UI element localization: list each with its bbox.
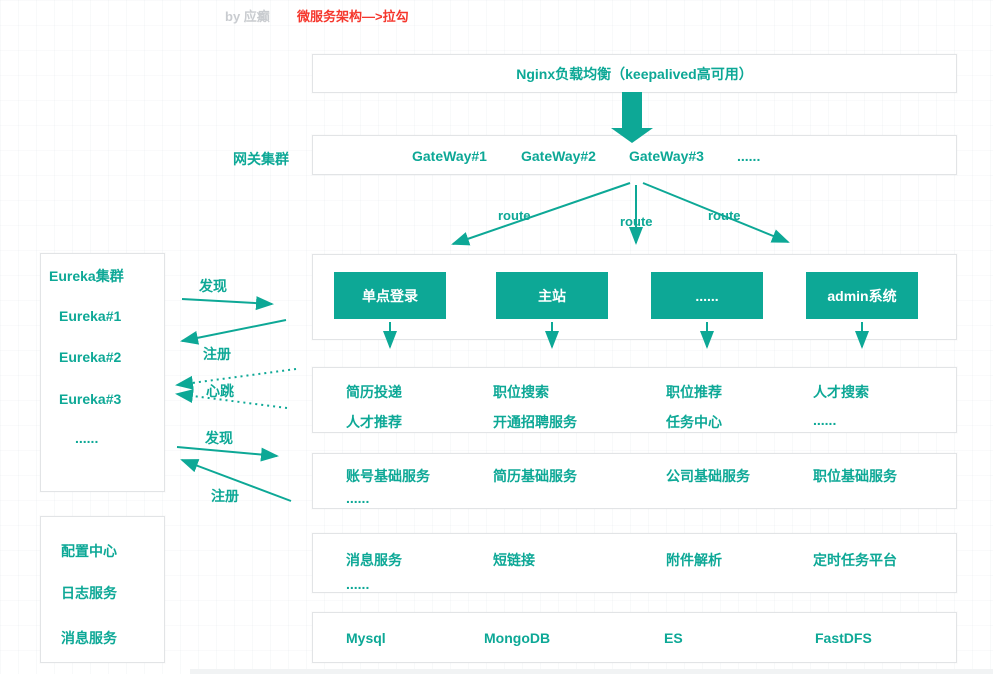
base-services-node: 账号基础服务 简历基础服务 公司基础服务 职位基础服务 ...... (312, 453, 957, 509)
author-byline: by 应癫 (225, 9, 270, 24)
gateway-more: ...... (737, 148, 761, 164)
mw-message-service: 消息服务 (346, 552, 402, 568)
eureka-cluster-title: Eureka集群 (49, 268, 124, 284)
mw-more: ...... (346, 576, 370, 592)
svc-task-center: 任务中心 (666, 414, 722, 430)
app-node-more: ...... (651, 272, 763, 319)
svc-talent-search: 人才搜索 (813, 384, 869, 400)
base-account-service: 账号基础服务 (346, 468, 430, 484)
route-arrow-left (451, 182, 631, 246)
route-label-center: route (620, 214, 653, 229)
route-label-right: route (708, 208, 741, 223)
eureka-2: Eureka#2 (59, 349, 122, 365)
register-top-arrow (180, 319, 287, 345)
edge-label-register-bottom: 注册 (211, 488, 239, 504)
gateway-cluster-node: GateWay#1 GateWay#2 GateWay#3 ...... (312, 135, 957, 175)
storage-node: Mysql MongoDB ES FastDFS (312, 612, 957, 663)
edge-label-heartbeat: 心跳 (206, 383, 234, 399)
storage-mysql: Mysql (346, 630, 386, 646)
bottom-edge-strip (190, 669, 993, 674)
infra-config-center: 配置中心 (61, 543, 117, 559)
base-company-service: 公司基础服务 (666, 468, 750, 484)
eureka-cluster-node: Eureka集群 Eureka#1 Eureka#2 Eureka#3 ....… (40, 253, 165, 492)
svc-resume-delivery: 简历投递 (346, 384, 402, 400)
app-node-sso: 单点登录 (334, 272, 446, 319)
storage-mongodb: MongoDB (484, 630, 551, 646)
middleware-services-node: 消息服务 短链接 附件解析 定时任务平台 ...... (312, 533, 957, 593)
infra-log-service: 日志服务 (61, 585, 117, 601)
svc-more: ...... (813, 412, 837, 428)
gateway-3: GateWay#3 (629, 148, 704, 164)
eureka-more: ...... (75, 430, 99, 446)
gateway-cluster-side-label: 网关集群 (233, 151, 289, 167)
edge-label-discover-top: 发现 (199, 278, 227, 294)
svc-job-recommend: 职位推荐 (666, 384, 722, 400)
business-services-node: 简历投递 职位搜索 职位推荐 人才搜索 人才推荐 开通招聘服务 任务中心 ...… (312, 367, 957, 433)
base-more: ...... (346, 490, 370, 506)
mw-cron-platform: 定时任务平台 (813, 552, 897, 568)
infra-services-node: 配置中心 日志服务 消息服务 (40, 516, 165, 663)
infra-message-service: 消息服务 (61, 630, 117, 646)
svc-open-recruiting: 开通招聘服务 (493, 414, 577, 430)
eureka-3: Eureka#3 (59, 391, 122, 407)
route-label-left: route (498, 208, 531, 223)
mw-attachment-parse: 附件解析 (666, 552, 722, 568)
diagram-title: 微服务架构—>拉勾 (297, 9, 409, 24)
svc-talent-recommend: 人才推荐 (346, 414, 402, 430)
gateway-1: GateWay#1 (412, 148, 487, 164)
discover-top-arrow (181, 296, 274, 311)
edge-label-discover-bottom: 发现 (205, 430, 233, 446)
heartbeat-arrow-1 (175, 368, 297, 390)
edge-label-register-top: 注册 (203, 346, 231, 362)
eureka-1: Eureka#1 (59, 308, 122, 324)
storage-fastdfs: FastDFS (815, 630, 872, 646)
base-resume-service: 简历基础服务 (493, 468, 577, 484)
svc-job-search: 职位搜索 (493, 384, 549, 400)
mw-short-link: 短链接 (493, 552, 535, 568)
nginx-load-balancer-node: Nginx负载均衡（keepalived高可用） (312, 54, 957, 93)
app-node-main: 主站 (496, 272, 608, 319)
storage-es: ES (664, 630, 683, 646)
app-node-admin: admin系统 (806, 272, 918, 319)
discover-bottom-arrow (176, 446, 279, 462)
base-job-service: 职位基础服务 (813, 468, 897, 484)
nginx-label: Nginx负载均衡（keepalived高可用） (516, 65, 753, 82)
gateway-2: GateWay#2 (521, 148, 596, 164)
